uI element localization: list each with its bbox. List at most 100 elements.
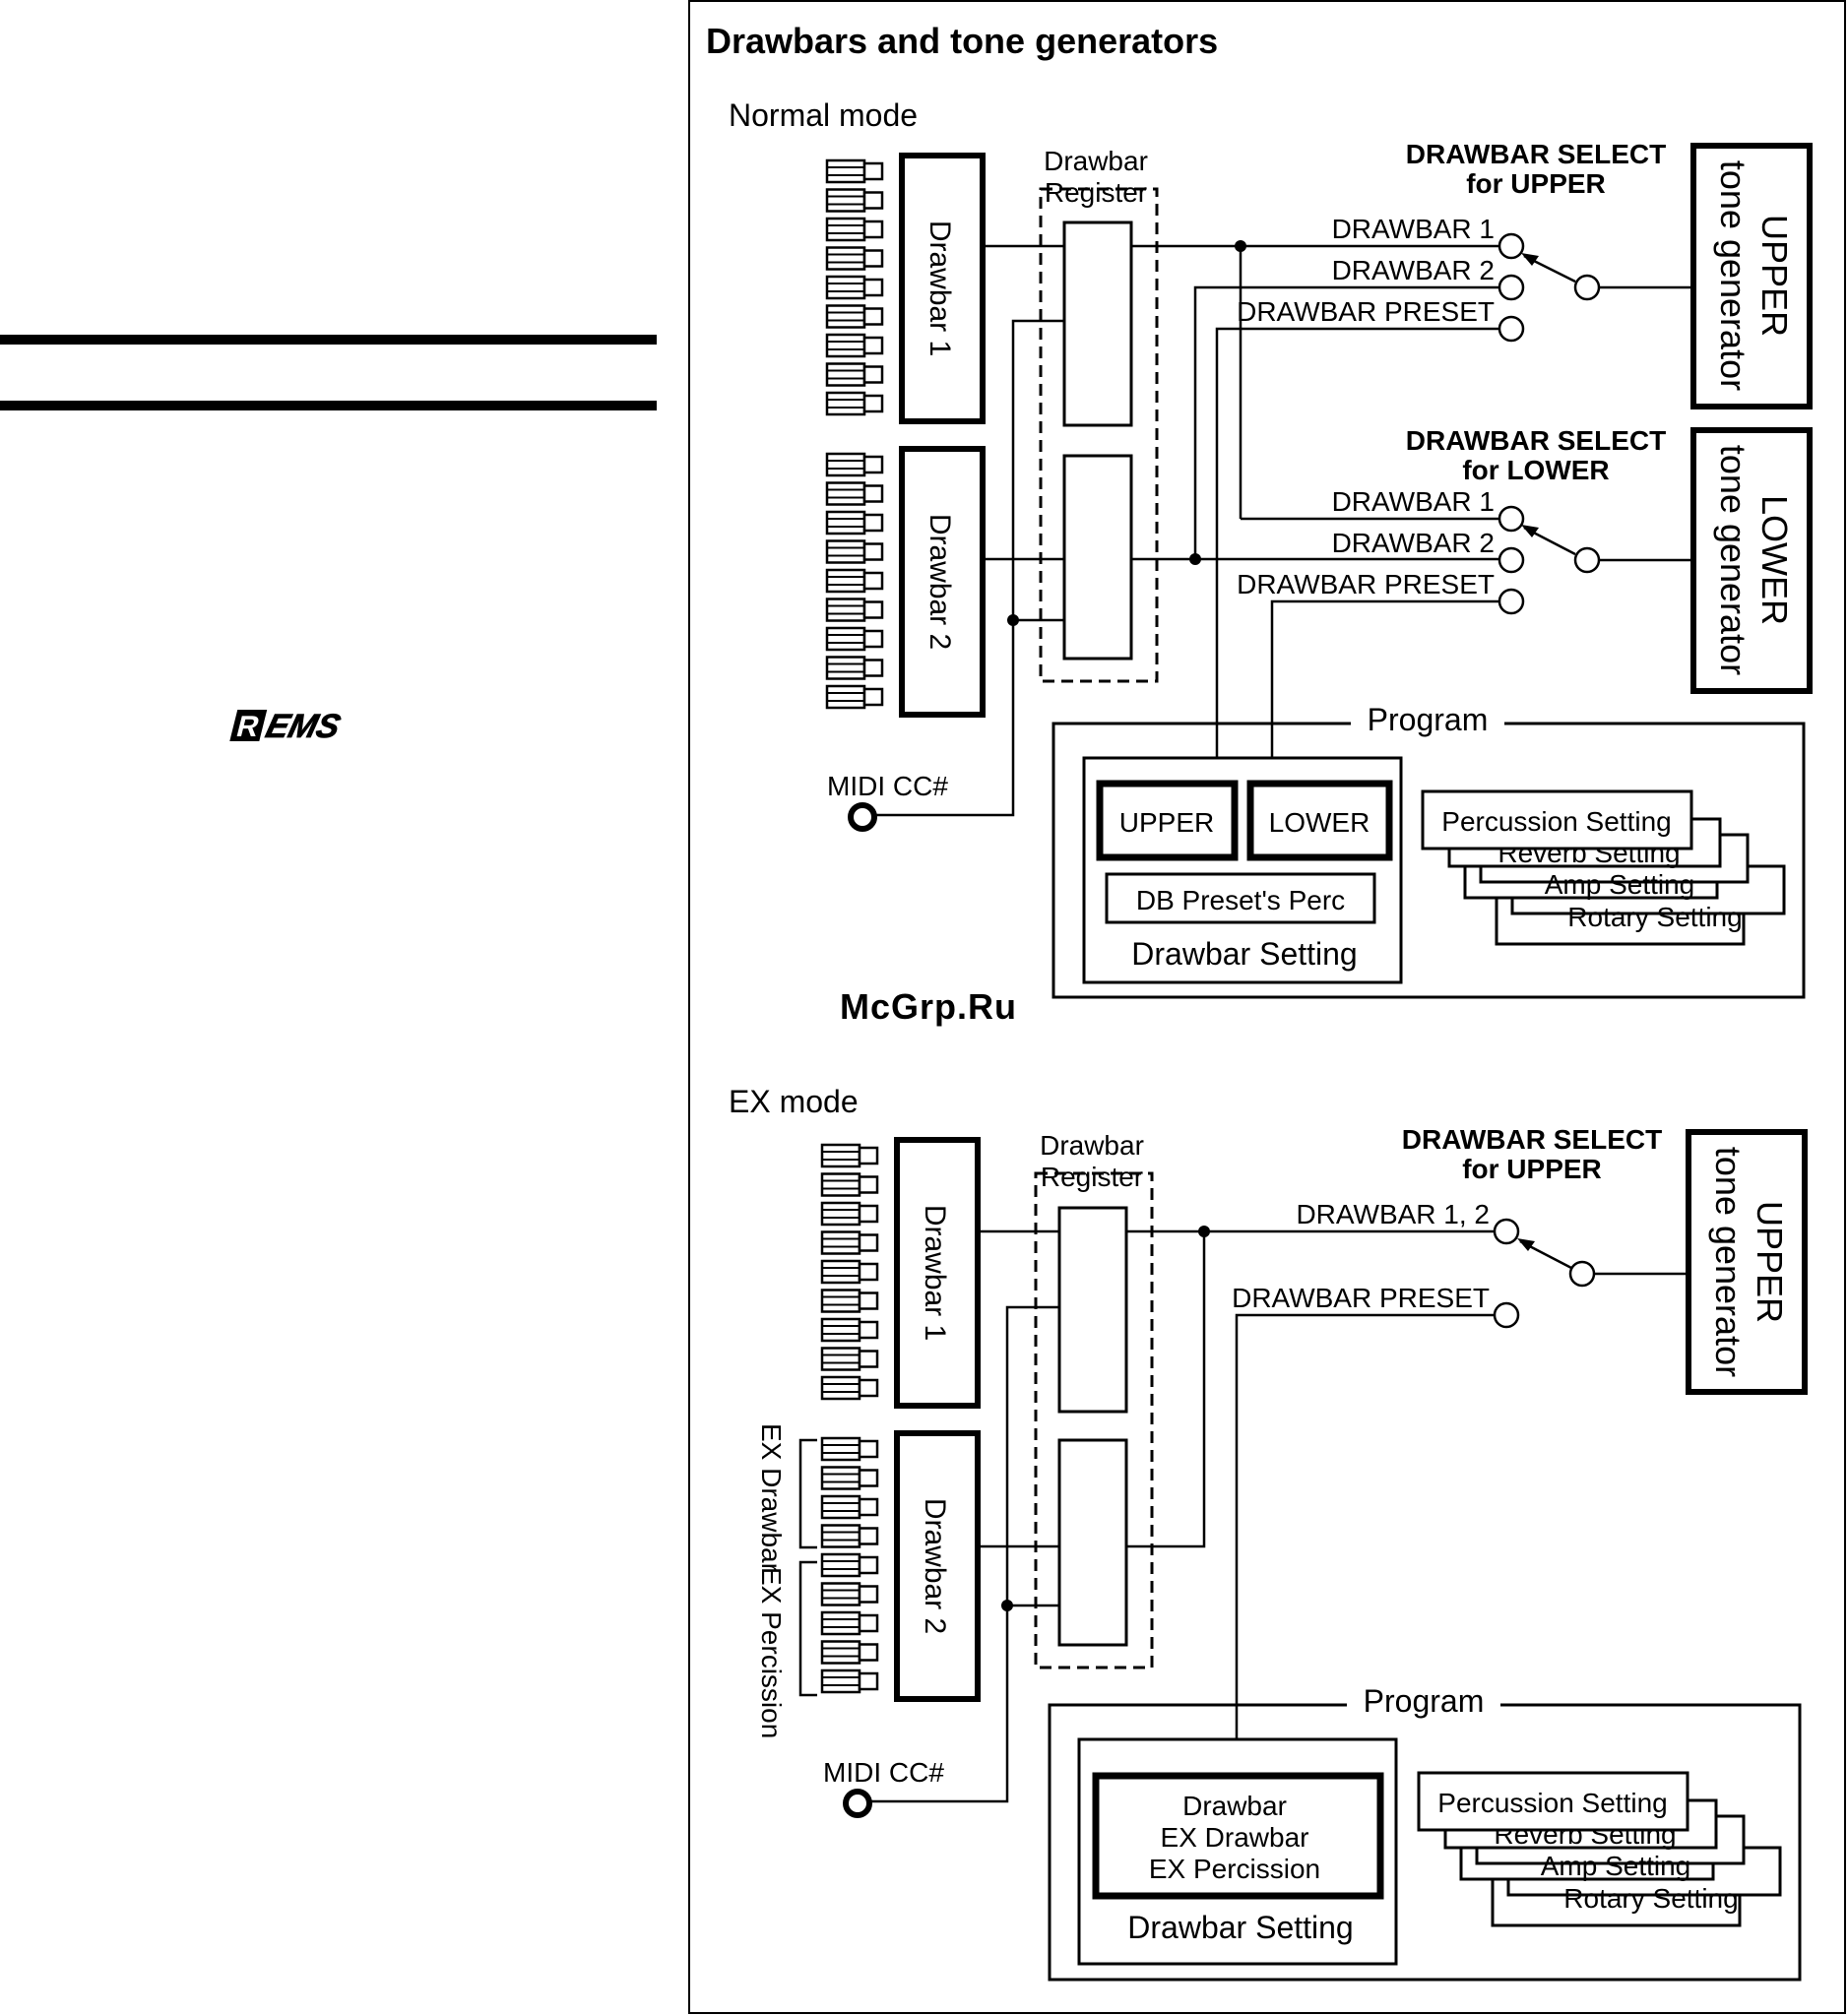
upper-input-label: DRAWBAR 2 [1332,255,1495,285]
settings-stack: Rotary Setting Amp Setting Reverb Settin… [1421,789,1786,946]
upper-tg-label-2: tone generator [1713,160,1753,391]
normal-wiring [871,244,1693,817]
ex-upper-tone-generator-box [1686,1129,1808,1395]
select-lower-title-2: for LOWER [1462,455,1609,485]
drawbar-key [820,1259,879,1285]
upper-program-label: UPPER [1119,807,1214,838]
drawbar-key [825,246,884,271]
rems-logo: R EMS [229,708,345,744]
drawbar-setting-label: Drawbar Setting [1127,1910,1353,1945]
lower-in-drawbar1-terminal [1498,505,1525,533]
ex-mode-label: EX mode [729,1084,859,1119]
drawbar-key [820,1375,879,1401]
drawbar-key [825,481,884,506]
ex-program-items-box [1092,1772,1384,1900]
upper-tone-generator-box [1690,143,1813,409]
ex-upper-tg-label-2: tone generator [1708,1147,1749,1377]
drawbar-key [825,684,884,710]
drawbar-key [825,333,884,358]
register-cell-1 [1062,220,1133,427]
drawbar-keys-1 [825,158,884,416]
junction-dot [1198,1226,1210,1237]
drawbar-key [820,1143,879,1168]
midi-cc-terminal [843,1789,872,1818]
ex-in-drawbar12-terminal [1493,1218,1520,1245]
drawbar-key [825,539,884,564]
drawbar-key [825,275,884,300]
drawbar-key [825,626,884,652]
drawbar-key [825,452,884,477]
register-cell-1 [1057,1206,1128,1414]
drawbar-key [820,1494,879,1520]
drawbar2-box [899,446,986,718]
ex-select-upper-title-1: DRAWBAR SELECT [1402,1124,1662,1155]
drawbar-key [825,510,884,535]
setting-card-label: Percussion Setting [1441,806,1671,837]
drawbar-key [820,1524,879,1548]
drawbar-key [825,362,884,387]
upper-input-label: DRAWBAR 1 [1332,214,1495,244]
diagram-frame [688,0,1846,2014]
upper-tg-label-1: UPPER [1754,215,1795,337]
lower-in-drawbar2-terminal [1498,546,1525,574]
register-label-1: Drawbar [1040,1130,1144,1161]
lower-input-label: DRAWBAR 1 [1332,486,1495,517]
drawbar1-box [899,153,986,424]
lower-out-terminal [1573,546,1601,574]
junction-dot [1007,614,1019,626]
upper-in-drawbar2-terminal [1498,274,1525,301]
drawbar-keys-1 [820,1143,879,1401]
upper-out-terminal [1573,274,1601,301]
setting-card-label: Amp Setting [1541,1851,1691,1881]
register-dashed-box [1034,1171,1154,1669]
drawbar-key [820,1466,879,1490]
upper-in-preset-terminal [1498,315,1525,343]
drawbar-key [820,1610,879,1636]
ex-select-upper-title-2: for UPPER [1462,1154,1602,1184]
select-upper-title-1: DRAWBAR SELECT [1406,139,1666,169]
ex-switch-arrow [1517,1238,1535,1251]
drawbar-key [825,217,884,242]
drawbar-key [820,1640,879,1665]
setting-card-label: Rotary Setting [1563,1883,1738,1914]
ex-program-item: EX Drawbar [1161,1822,1309,1853]
program-frame [1051,722,1806,999]
drawbar2-label: Drawbar 2 [919,1498,951,1634]
drawbar-key [825,598,884,622]
setting-card-label: Amp Setting [1545,869,1695,900]
drawbar-key [820,1230,879,1255]
register-label-1: Drawbar [1044,146,1148,176]
drawbar2-box [894,1430,981,1702]
ex-out-terminal [1568,1260,1596,1288]
lower-tg-label-1: LOWER [1754,495,1795,625]
midi-cc-terminal [848,802,877,832]
lower-switch-arrow [1521,525,1539,537]
ex-input-label: DRAWBAR 1, 2 [1296,1199,1490,1229]
upper-switch-arrow [1521,253,1539,266]
upper-in-drawbar1-terminal [1498,232,1525,260]
drawbar-key [825,656,884,680]
drawbar-key [820,1289,879,1313]
ex-wiring [866,1229,1689,1803]
setting-card-label: Rotary Setting [1567,902,1742,932]
drawbar-key [820,1582,879,1606]
lower-input-label: DRAWBAR 2 [1332,528,1495,558]
lower-program-box [1246,780,1393,861]
program-label: Program [1364,1683,1485,1719]
drawbar-key [820,1201,879,1227]
ex-brackets [798,1438,817,1697]
lower-in-preset-terminal [1498,588,1525,615]
ex-percussion-label: EX Percission [756,1567,787,1738]
midi-cc-label: MIDI CC# [823,1757,944,1788]
drawbar1-label: Drawbar 1 [924,220,956,356]
lower-input-label: DRAWBAR PRESET [1237,569,1495,599]
watermark: McGrp.Ru [840,986,1017,1027]
drawbar-setting-label: Drawbar Setting [1131,936,1357,972]
ex-drawbar-label: EX Drawbar [756,1423,787,1572]
ex-program-item: Drawbar [1182,1791,1287,1821]
drawbar-keys-2 [820,1436,879,1694]
normal-mode-section: Normal mode Drawbar 1 Drawbar 2 Drawbar … [729,97,1813,999]
ex-input-label: DRAWBAR PRESET [1232,1283,1490,1313]
midi-cc-label: MIDI CC# [827,771,948,801]
lower-tone-generator-box [1690,427,1813,694]
